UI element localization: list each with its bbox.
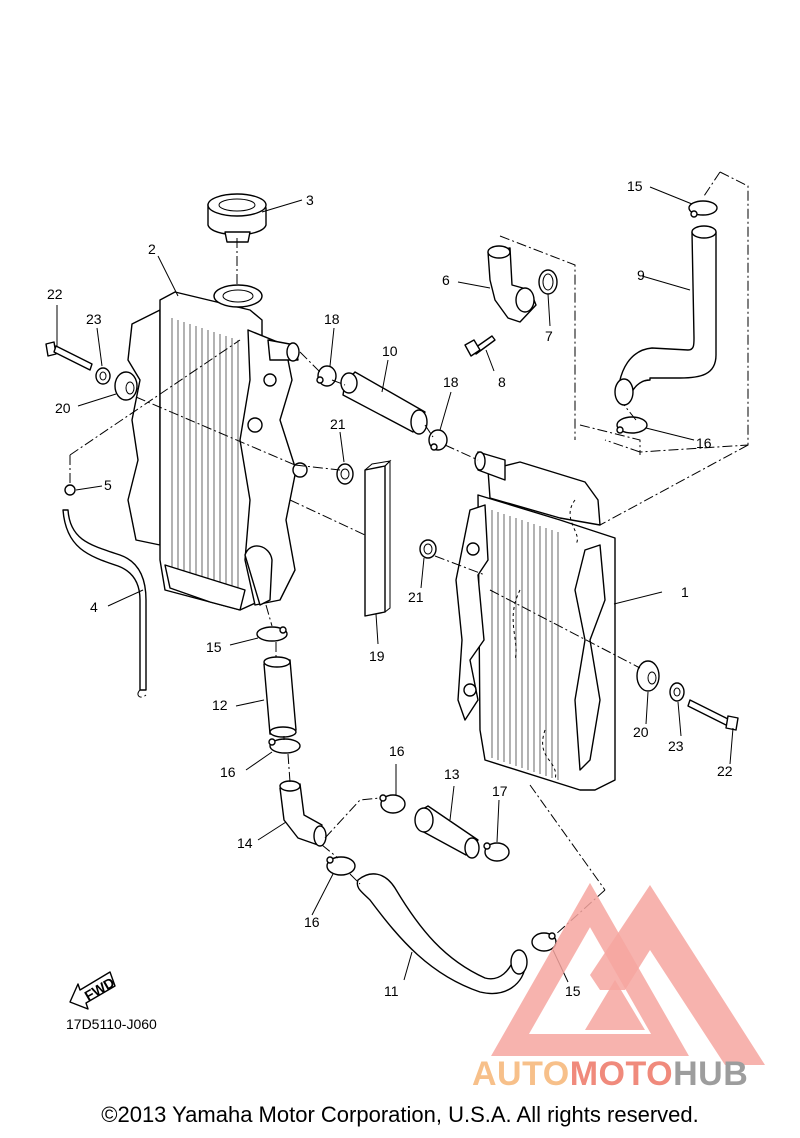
hose-clamp-16-middle[interactable] [379, 794, 406, 814]
hose-11[interactable] [356, 873, 528, 995]
bolt-22-right[interactable] [687, 699, 739, 731]
callout-2[interactable]: 2 [148, 241, 156, 257]
callout-23-left[interactable]: 23 [86, 311, 102, 327]
callout-21-left[interactable]: 21 [330, 416, 346, 432]
callout-6[interactable]: 6 [442, 272, 450, 288]
radiator-cap[interactable] [207, 193, 267, 243]
hose-clamp-15-bottom[interactable] [531, 932, 557, 952]
breather-hose[interactable] [62, 509, 147, 691]
joint-housing[interactable] [487, 245, 537, 323]
callout-22-right[interactable]: 22 [717, 763, 733, 779]
assembly-lines [69, 171, 749, 936]
hose-10[interactable] [340, 371, 428, 435]
collar-21-left[interactable] [336, 463, 354, 485]
callout-7[interactable]: 7 [545, 328, 553, 344]
callout-12[interactable]: 12 [212, 697, 228, 713]
hose-clamp-16-left[interactable] [268, 738, 301, 754]
hose-clip[interactable] [64, 484, 76, 496]
callout-3[interactable]: 3 [306, 192, 314, 208]
hose-clamp-15-left[interactable] [256, 626, 288, 642]
callout-14[interactable]: 14 [237, 835, 253, 851]
collar-21-right[interactable] [419, 539, 437, 559]
callout-19[interactable]: 19 [369, 648, 385, 664]
callout-13[interactable]: 13 [444, 766, 460, 782]
washer-23-left[interactable] [95, 367, 111, 385]
hose-clamp-15-top[interactable] [688, 200, 718, 218]
copyright-notice: ©2013 Yamaha Motor Corporation, U.S.A. A… [101, 1102, 699, 1127]
callout-16-right[interactable]: 16 [696, 435, 712, 451]
callout-22-left[interactable]: 22 [47, 286, 63, 302]
watermark-auto: AUTO [472, 1055, 570, 1093]
bolt-8[interactable] [464, 335, 496, 357]
hose-clamp-17[interactable] [483, 842, 510, 862]
callout-18-left[interactable]: 18 [324, 311, 340, 327]
hose-13[interactable] [414, 805, 480, 859]
damper-20-right[interactable] [636, 660, 660, 692]
o-ring[interactable] [538, 269, 558, 295]
bolt-22-left[interactable] [45, 341, 93, 371]
callout-18-right[interactable]: 18 [443, 374, 459, 390]
callout-17[interactable]: 17 [492, 783, 508, 799]
callout-16-left[interactable]: 16 [220, 764, 236, 780]
callout-20-right[interactable]: 20 [633, 724, 649, 740]
right-radiator[interactable] [455, 451, 616, 791]
hose-clamp-16-lower[interactable] [326, 856, 356, 876]
callout-5[interactable]: 5 [104, 477, 112, 493]
watermark-moto: MOTO [569, 1055, 674, 1093]
hose-clamp-18-left[interactable] [316, 365, 337, 387]
joint-14[interactable] [279, 780, 327, 847]
washer-23-right[interactable] [669, 682, 685, 702]
callout-16-middle[interactable]: 16 [389, 743, 405, 759]
callout-4[interactable]: 4 [90, 599, 98, 615]
callout-8[interactable]: 8 [498, 374, 506, 390]
callout-15-top[interactable]: 15 [627, 178, 643, 194]
sponge-strip[interactable] [364, 459, 392, 617]
callout-numbers: 1 2 3 4 5 6 7 8 9 10 11 12 13 14 15 15 1… [47, 178, 733, 999]
hose-clamp-16-right[interactable] [616, 416, 648, 434]
callout-20-left[interactable]: 20 [55, 400, 71, 416]
watermark-hub: HUB [673, 1055, 749, 1093]
callout-15-left[interactable]: 15 [206, 639, 222, 655]
callout-21-right[interactable]: 21 [408, 589, 424, 605]
automotohub-logo [491, 882, 765, 1065]
fwd-arrow-icon: FWD [69, 971, 117, 1010]
callout-15-bottom[interactable]: 15 [565, 983, 581, 999]
watermark-text: AUTOMOTOHUB [472, 1055, 748, 1094]
callout-16-lower[interactable]: 16 [304, 914, 320, 930]
hose-clamp-18-right[interactable] [428, 429, 448, 451]
diagram-code: 17D5110-J060 [66, 1016, 157, 1032]
left-radiator[interactable] [127, 284, 308, 611]
hose-12[interactable] [263, 656, 297, 738]
callout-9[interactable]: 9 [637, 267, 645, 283]
leader-lines [56, 186, 734, 983]
callout-23-right[interactable]: 23 [668, 738, 684, 754]
damper-20-left[interactable] [114, 371, 138, 401]
callout-1[interactable]: 1 [681, 584, 689, 600]
callout-11[interactable]: 11 [384, 983, 399, 999]
callout-10[interactable]: 10 [382, 343, 398, 359]
hose-9[interactable] [614, 225, 717, 406]
